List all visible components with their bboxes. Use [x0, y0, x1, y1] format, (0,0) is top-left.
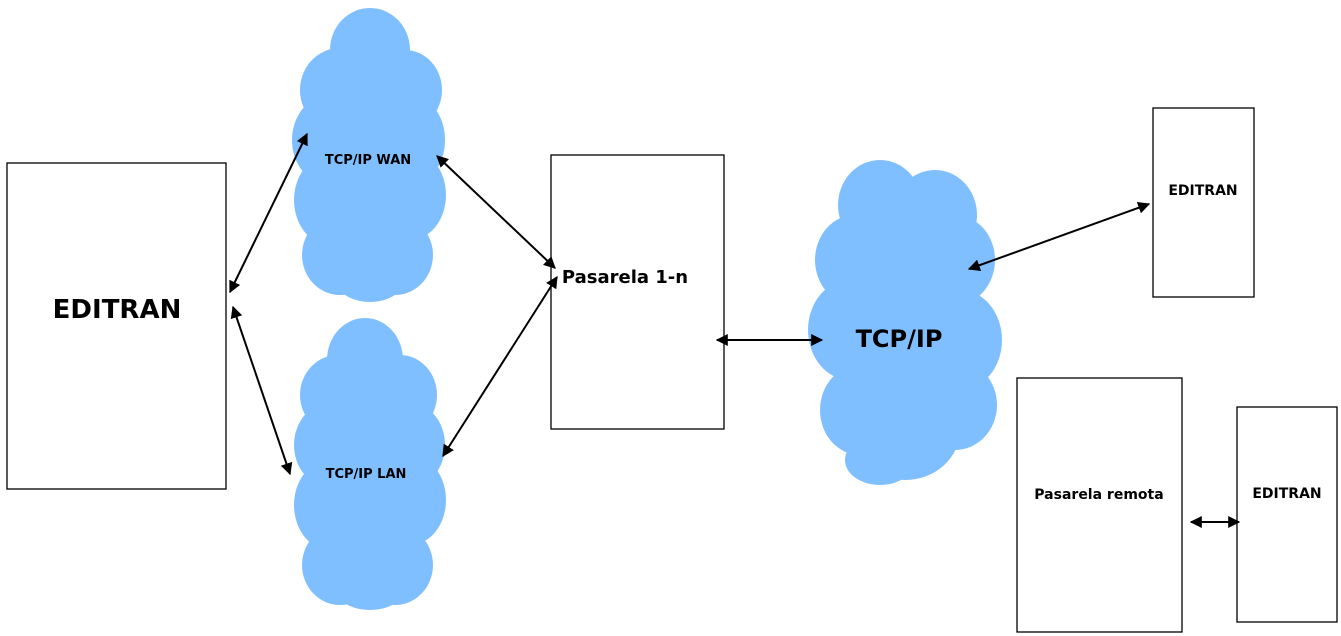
remote-gateway-label: Pasarela remota: [1034, 487, 1163, 503]
editran-top-right-label: EDITRAN: [1168, 183, 1237, 199]
editran-bottom-right-label: EDITRAN: [1252, 486, 1321, 502]
remote-gateway-box: [1016, 377, 1183, 633]
lan-cloud: [294, 318, 446, 610]
wan-cloud: [292, 8, 446, 302]
tcpip-cloud: [808, 160, 1002, 485]
connector-editran-wan: [229, 132, 308, 294]
connector-wan-gateway: [436, 155, 556, 269]
editran-top-right-box: [1152, 107, 1255, 298]
editran-main-box: [6, 162, 227, 490]
gateway-box: [550, 154, 725, 430]
gateway-label: Pasarela 1-n: [562, 267, 688, 288]
connector-lan-gateway: [442, 275, 558, 458]
editran-main-label: EDITRAN: [53, 295, 182, 325]
connector-editran-lan: [230, 305, 293, 476]
wan-cloud-label: TCP/IP WAN: [325, 153, 411, 168]
lan-cloud-label: TCP/IP LAN: [326, 467, 407, 482]
connector-tcpip-editran: [967, 202, 1151, 271]
editran-bottom-right-box: [1236, 406, 1338, 623]
tcpip-cloud-label: TCP/IP: [856, 325, 943, 353]
